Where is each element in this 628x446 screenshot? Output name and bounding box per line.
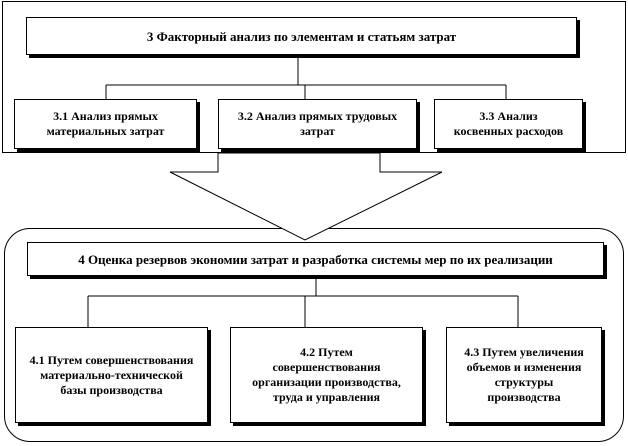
- node-4-3-label: 4.3 Путем увеличения объемов и изменения…: [464, 345, 584, 404]
- node-4-2: 4.2 Путем совершенствования организации …: [230, 327, 423, 423]
- node-4-2-label: 4.2 Путем совершенствования организации …: [252, 345, 401, 404]
- node-4-title-label: 4 Оценка резервов экономии затрат и разр…: [78, 251, 553, 267]
- node-3-3: 3.3 Анализ косвенных расходов: [434, 99, 583, 149]
- node-4-1-label: 4.1 Путем совершенствования материально-…: [29, 352, 194, 397]
- node-4-title: 4 Оценка резервов экономии затрат и разр…: [27, 242, 604, 276]
- node-3-1: 3.1 Анализ прямых материальных затрат: [14, 99, 197, 149]
- node-3-2-label: 3.2 Анализ прямых трудовых затрат: [237, 109, 398, 138]
- node-4-1: 4.1 Путем совершенствования материально-…: [15, 327, 208, 423]
- transition-arrow: [169, 152, 443, 241]
- node-3-1-label: 3.1 Анализ прямых материальных затрат: [46, 109, 165, 138]
- node-3-title-label: 3 Факторный анализ по элементам и статья…: [146, 28, 457, 44]
- node-3-3-label: 3.3 Анализ косвенных расходов: [453, 109, 564, 138]
- node-3-title: 3 Факторный анализ по элементам и статья…: [26, 17, 577, 55]
- node-4-3: 4.3 Путем увеличения объемов и изменения…: [446, 327, 602, 423]
- node-3-2: 3.2 Анализ прямых трудовых затрат: [218, 99, 417, 149]
